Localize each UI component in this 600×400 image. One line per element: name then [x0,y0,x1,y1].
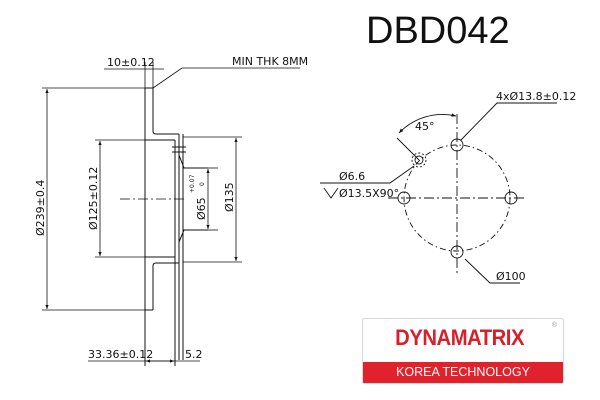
screw-hole-dimension: Ø6.6 [339,170,365,183]
center-bore-tolerance-upper: +0.07 [189,174,196,193]
center-bore-dimension: Ø65 [195,197,208,220]
angle-dimension: 45° [415,120,435,133]
part-number-title: DBD042 [366,10,510,52]
side-section-view [120,87,208,366]
side-view-dimensions [42,62,300,363]
outer-diameter-dimension: Ø239±0.4 [34,180,47,236]
hub-diameter-dimension: Ø135 [223,182,236,212]
logo-brand-text: DYNAMATRIX [395,325,525,350]
center-bore-tolerance-lower: 0 [199,182,206,186]
front-view [320,102,557,284]
dynamatrix-logo: DYNAMATRIX ® KOREA TECHNOLOGY [362,318,564,384]
registered-mark: ® [551,322,557,329]
logo-tagline: KOREA TECHNOLOGY [363,362,563,383]
min-thickness-note: MIN THK 8MM [232,55,308,68]
height-dimension: 33.36±0.12 [88,348,153,361]
hat-diameter-dimension: Ø125±0.12 [87,167,100,230]
thickness-dimension: 10±0.12 [107,56,155,69]
bolt-holes-dimension: 4xØ13.8±0.12 [496,90,576,103]
countersink-dimension: Ø13.5X90° [339,187,399,200]
pcd-dimension: Ø100 [496,270,526,283]
hub-thickness-dimension: 5.2 [185,348,203,361]
